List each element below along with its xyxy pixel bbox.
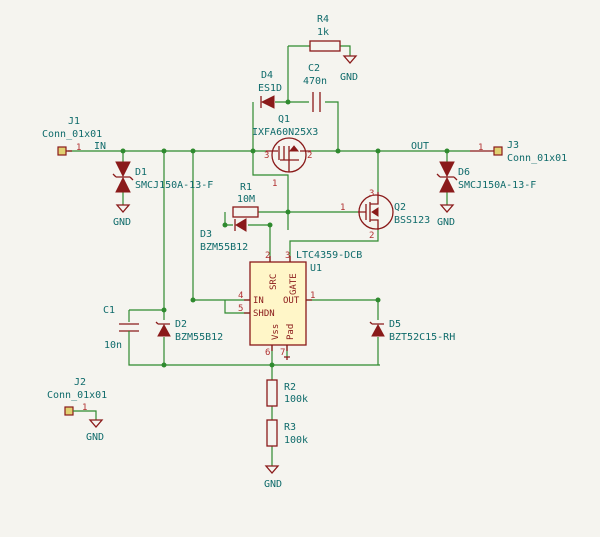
capacitor-c1[interactable] bbox=[119, 323, 139, 346]
d4-ref: D4 bbox=[261, 70, 273, 81]
j3-pin: 1 bbox=[478, 143, 483, 153]
gnd-symbol-bottom bbox=[264, 465, 280, 474]
u1-ref: U1 bbox=[310, 263, 322, 274]
resistor-r3[interactable] bbox=[266, 419, 278, 447]
junction-dots bbox=[120, 99, 450, 368]
connector-j1[interactable] bbox=[57, 146, 72, 156]
d2-value: BZM55B12 bbox=[175, 332, 223, 343]
u1-pin7-num: 7 bbox=[280, 348, 285, 358]
j1-ref: J1 bbox=[68, 116, 80, 127]
u1-pin5-num: 5 bbox=[238, 304, 243, 314]
mosfet-q1[interactable] bbox=[266, 137, 311, 173]
r2-value: 100k bbox=[284, 394, 308, 405]
j3-value: Conn_01x01 bbox=[507, 153, 567, 164]
r1-ref: R1 bbox=[240, 182, 252, 193]
r4-ref: R4 bbox=[317, 14, 329, 25]
u1-pin-out: OUT bbox=[283, 296, 300, 306]
d5-ref: D5 bbox=[389, 319, 401, 330]
r3-value: 100k bbox=[284, 435, 308, 446]
d3-ref: D3 bbox=[200, 229, 212, 240]
q2-ref: Q2 bbox=[394, 202, 406, 213]
u1-pin-pad: Pad bbox=[286, 324, 296, 340]
diode-d3[interactable] bbox=[234, 218, 247, 232]
q1-pin3: 3 bbox=[264, 151, 269, 161]
zener-diode-d2[interactable] bbox=[155, 321, 171, 337]
j1-value: Conn_01x01 bbox=[42, 129, 102, 140]
d5-value: BZT52C15-RH bbox=[389, 332, 455, 343]
u1-pin-shdn: SHDN bbox=[253, 309, 275, 319]
u1-pin1-num: 1 bbox=[310, 291, 315, 301]
net-in-label: IN bbox=[94, 141, 106, 152]
gnd-symbol-d6 bbox=[439, 204, 455, 213]
u1-pin-vss: Vss bbox=[271, 324, 281, 340]
r4-value: 1k bbox=[317, 27, 329, 38]
component-labels: R4 1k GND D4 ES1D C2 470n J1 Conn_01x01 … bbox=[42, 14, 567, 490]
u1-pin2-num: 2 bbox=[265, 251, 270, 261]
j2-value: Conn_01x01 bbox=[47, 390, 107, 401]
resistor-r1[interactable] bbox=[232, 206, 259, 218]
d2-ref: D2 bbox=[175, 319, 187, 330]
d4-value: ES1D bbox=[258, 83, 282, 94]
connector-j3[interactable] bbox=[470, 146, 503, 156]
gnd-label-r4: GND bbox=[340, 72, 358, 83]
q1-ref: Q1 bbox=[278, 114, 290, 125]
u1-value: LTC4359-DCB bbox=[296, 250, 362, 261]
q1-pin1: 1 bbox=[272, 179, 277, 189]
r3-ref: R3 bbox=[284, 422, 296, 433]
tvs-diode-d1[interactable] bbox=[112, 161, 134, 193]
u1-pin-gate: GATE bbox=[289, 273, 299, 295]
gnd-symbol-r4 bbox=[342, 55, 358, 64]
gnd-symbol-j2 bbox=[88, 419, 104, 428]
d1-ref: D1 bbox=[135, 167, 147, 178]
d6-ref: D6 bbox=[458, 167, 470, 178]
r1-value: 10M bbox=[237, 194, 255, 205]
u1-pin-in: IN bbox=[253, 296, 264, 306]
ic-u1-body[interactable] bbox=[244, 256, 312, 351]
q2-pin1: 1 bbox=[340, 203, 345, 213]
j3-ref: J3 bbox=[507, 140, 519, 151]
gnd-label-bottom: GND bbox=[264, 479, 282, 490]
u1-pin6-num: 6 bbox=[265, 348, 270, 358]
tvs-diode-d6[interactable] bbox=[436, 161, 458, 193]
gnd-label-d1: GND bbox=[113, 217, 131, 228]
j2-ref: J2 bbox=[74, 377, 86, 388]
c1-ref: C1 bbox=[103, 305, 115, 316]
d3-value: BZM55B12 bbox=[200, 242, 248, 253]
q2-pin3: 3 bbox=[369, 189, 374, 199]
resistor-r4[interactable] bbox=[309, 40, 341, 52]
j2-pin: 1 bbox=[82, 403, 87, 413]
c2-value: 470n bbox=[303, 76, 327, 87]
q2-value: BSS123 bbox=[394, 215, 430, 226]
no-connect-pin7 bbox=[284, 356, 290, 360]
c2-ref: C2 bbox=[308, 63, 320, 74]
connector-j2[interactable] bbox=[64, 406, 97, 420]
gnd-label-d6: GND bbox=[437, 217, 455, 228]
u1-pin-src: SRC bbox=[269, 274, 279, 290]
u1-pin3-num: 3 bbox=[285, 251, 290, 261]
capacitor-c2[interactable] bbox=[312, 92, 321, 112]
d6-value: SMCJ150A-13-F bbox=[458, 180, 536, 191]
q1-value: IXFA60N25X3 bbox=[252, 127, 318, 138]
u1-pin4-num: 4 bbox=[238, 291, 243, 301]
resistor-r2[interactable] bbox=[266, 379, 278, 407]
c1-value: 10n bbox=[104, 340, 122, 351]
q1-pin2: 2 bbox=[307, 151, 312, 161]
q2-pin2: 2 bbox=[369, 231, 374, 241]
mosfet-q2[interactable] bbox=[358, 192, 394, 230]
d1-value: SMCJ150A-13-F bbox=[135, 180, 213, 191]
zener-diode-d5[interactable] bbox=[369, 321, 385, 337]
diode-d4[interactable] bbox=[260, 95, 275, 109]
net-out-label: OUT bbox=[411, 141, 429, 152]
gnd-label-j2: GND bbox=[86, 432, 104, 443]
gnd-symbol-d1 bbox=[115, 204, 131, 213]
j1-pin: 1 bbox=[76, 143, 81, 153]
r2-ref: R2 bbox=[284, 382, 296, 393]
